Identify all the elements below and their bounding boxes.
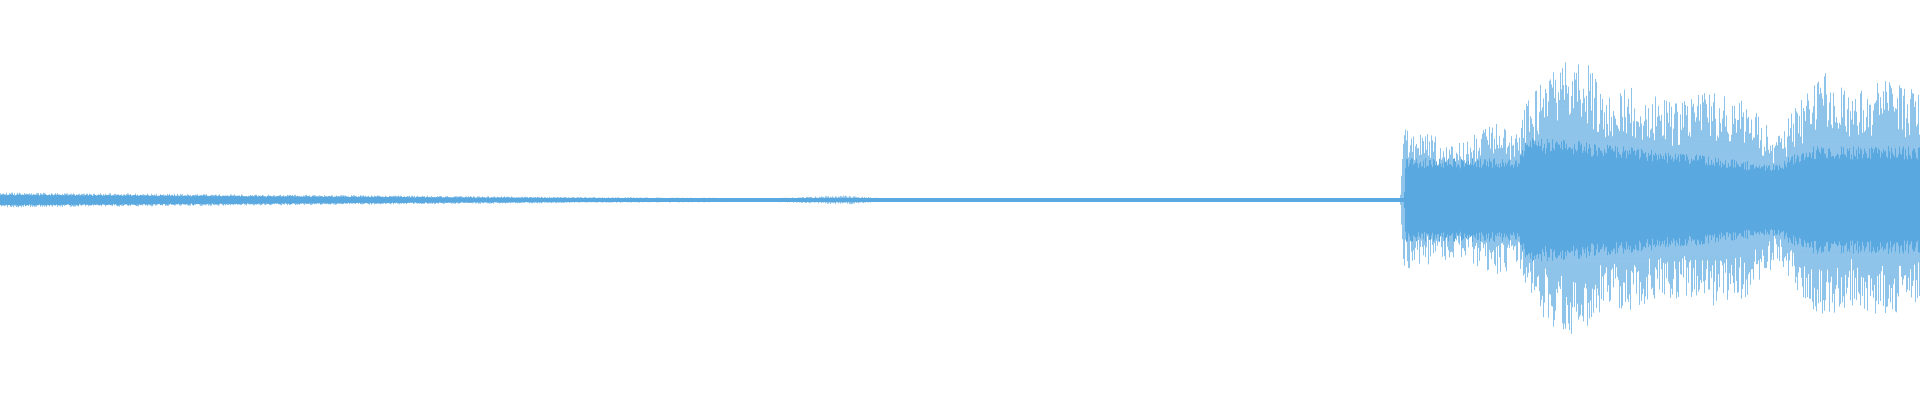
waveform-samples [0,62,1920,334]
